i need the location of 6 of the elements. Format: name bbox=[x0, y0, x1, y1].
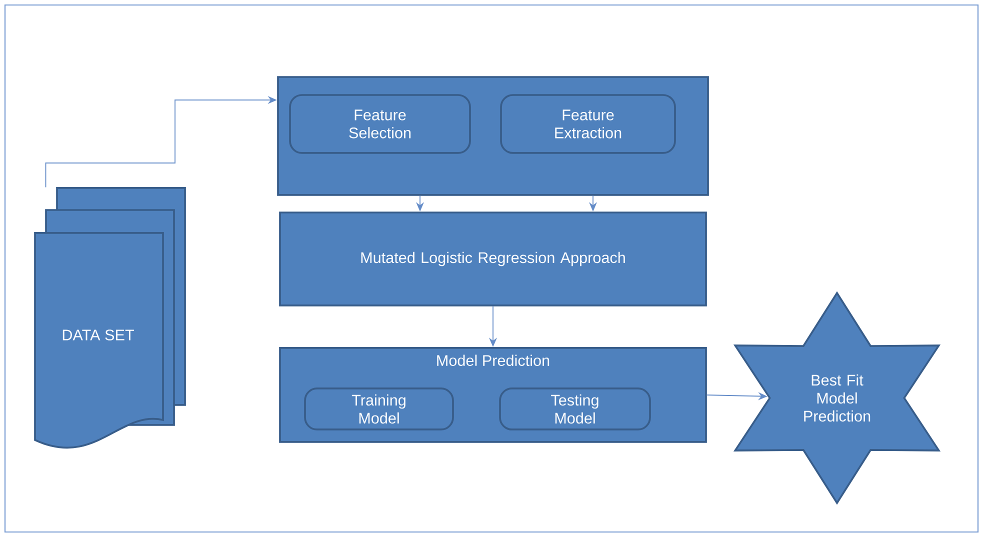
rounded-box: Testing Model bbox=[499, 388, 651, 430]
rounded-box: Feature Extraction bbox=[500, 94, 676, 154]
rounded-box: Training Model bbox=[304, 388, 454, 430]
process-box: Mutated Logistic Regression Approach bbox=[279, 212, 707, 306]
rounded-box: Feature Selection bbox=[289, 94, 471, 154]
document-stack: DATA SET bbox=[34, 187, 186, 448]
